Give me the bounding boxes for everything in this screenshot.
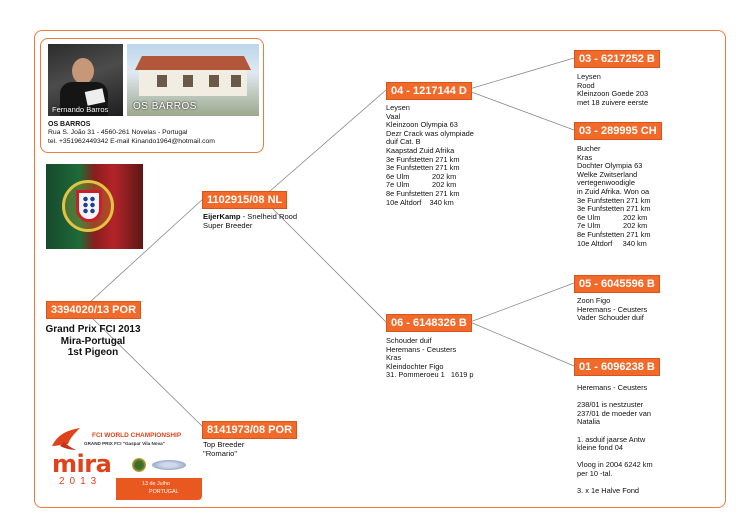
connector-ss-ggp2 [466, 90, 574, 130]
ggp2-notes: Bucher Kras Dochter Olympia 63 Welke Zwi… [577, 145, 651, 248]
subject-title: Grand Prix FCI 2013 Mira-Portugal 1st Pi… [40, 324, 146, 359]
pigeon-logo-icon [50, 426, 84, 452]
dam-info: Top Breeder "Romario" [203, 441, 244, 458]
subject-title-line1: Grand Prix FCI 2013 [40, 324, 146, 336]
sire-dam-ring-box: 06 - 6148326 B [386, 314, 472, 332]
subject-title-line2: Mira-Portugal [40, 336, 146, 348]
sire-dam-notes: Schouder duif Heremans - Ceusters Kras K… [386, 337, 474, 380]
sire-sire-notes: Leysen Vaal Kleinzoon Olympia 63 Dezr Cr… [386, 104, 474, 207]
loft-photo-caption: OS BARROS [133, 101, 197, 112]
sponsor-icon [152, 460, 186, 470]
ggp3-notes: Zoon Figo Heremans - Ceusters Vader Scho… [577, 297, 647, 323]
owner-name: OS BARROS [48, 121, 90, 128]
owner-box: Fernando Barros OS BARROS OS BARROS Rua … [40, 38, 264, 153]
logo-year: 2013 [59, 476, 101, 487]
logo-championship: FCI WORLD CHAMPIONSHIP [92, 432, 181, 439]
ggp4-notes: Heremans - Ceusters 238/01 is nestzuster… [577, 384, 653, 496]
dam-line2: "Romario" [203, 449, 237, 458]
logo-country: PORTUGAL [149, 489, 179, 495]
event-logo: FCI WORLD CHAMPIONSHIP GRAND PRIX FCI "G… [46, 420, 204, 502]
sire-info: EijerKamp - Snelheid Rood Super Breeder [203, 213, 297, 230]
owner-address: Rua S. João 31 - 4560-261 Novelas - Port… [48, 129, 187, 136]
owner-contact: OS BARROS Rua S. João 31 - 4560-261 Nove… [48, 121, 215, 146]
portuguese-flag-icon [46, 164, 143, 249]
sire-sire-ring-box: 04 - 1217144 D [386, 82, 472, 100]
logo-grand-prix: GRAND PRIX FCI "Gaspar Vila Nova" [84, 441, 165, 446]
connector-sd-ggp3 [470, 283, 574, 322]
owner-phone-email: tel. +351962449342 E-mail Kinando1964@ho… [48, 138, 215, 145]
ggp3-ring-box: 05 - 6045596 B [574, 275, 660, 293]
ggp1-ring-box: 03 - 6217252 B [574, 50, 660, 68]
connector-sire-siresire [262, 90, 386, 198]
connector-ss-ggp1 [466, 58, 574, 90]
emblem-icon [132, 458, 146, 472]
sire-ring-box: 1102915/08 NL [202, 191, 287, 209]
ggp4-ring-box: 01 - 6096238 B [574, 358, 660, 376]
owner-photo-caption: Fernando Barros [52, 105, 108, 114]
subject-title-line3: 1st Pigeon [40, 347, 146, 359]
logo-mira: mira [52, 450, 111, 478]
ggp1-notes: Leysen Rood Kleinzoon Goede 203 met 18 z… [577, 73, 648, 107]
sire-line2: Super Breeder [203, 221, 252, 230]
dam-ring-box: 8141973/08 POR [202, 421, 297, 439]
subject-ring-box: 3394020/13 POR [46, 301, 141, 319]
owner-photo: Fernando Barros [48, 44, 123, 116]
ggp2-ring-box: 03 - 289995 CH [574, 122, 662, 140]
logo-date: 13 de Julho [142, 481, 170, 487]
connector-sd-ggp4 [470, 322, 574, 366]
loft-photo: OS BARROS [127, 44, 259, 116]
